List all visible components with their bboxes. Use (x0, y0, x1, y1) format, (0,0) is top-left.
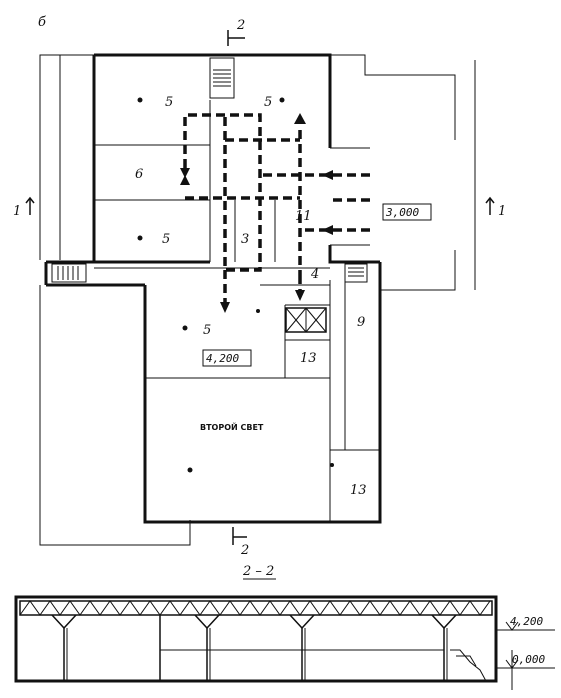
section-2-2-drawing (14, 595, 498, 683)
room-markers (137, 97, 334, 473)
room-label-9: 9 (357, 315, 365, 330)
stair-left (51, 263, 87, 283)
movement-routes (183, 113, 370, 305)
section-cut-top-label: 2 (236, 18, 245, 33)
section-cut-bottom: 2 (232, 527, 249, 558)
section-cut-left-label: 1 (13, 204, 21, 219)
route-arrowheads (180, 113, 333, 313)
room-label-5d: 5 (203, 323, 211, 338)
section-title: 2 – 2 (242, 564, 274, 579)
level-mark-upper-text: 4,200 (206, 352, 239, 365)
room-label-3: 3 (241, 232, 249, 247)
room-label-11: 11 (295, 209, 312, 224)
room-label-5b: 5 (264, 95, 272, 110)
sheet-letter: б (38, 15, 46, 30)
elevation-mark-top-text: 4,200 (510, 615, 543, 628)
room-label-13b: 13 (350, 483, 367, 498)
level-mark-upper: 4,200 (202, 349, 252, 367)
section-cut-right-label: 1 (498, 204, 506, 219)
room-label-13a: 13 (300, 351, 317, 366)
level-mark-entry-text: 3,000 (385, 206, 419, 219)
elevation-mark-top: 4,200 (496, 615, 555, 631)
section-cut-bottom-label: 2 (240, 543, 249, 558)
section-cut-left: 1 (13, 196, 35, 219)
room-label-4: 4 (310, 267, 319, 282)
second-light-label: ВТОРОЙ СВЕТ (200, 421, 264, 432)
elevation-mark-ground-text: 0,000 (512, 653, 545, 666)
room-label-6: 6 (135, 167, 143, 182)
room-label-5c: 5 (162, 232, 170, 247)
building-walls (44, 53, 382, 524)
stair-right (344, 263, 368, 283)
section-cut-top: 2 (227, 18, 245, 46)
room-label-5a: 5 (165, 95, 173, 110)
elevation-mark-ground: 0,000 (496, 650, 555, 690)
elevator-shaft (285, 307, 327, 333)
level-mark-entry: 3,000 (382, 203, 432, 221)
section-cut-right: 1 (485, 196, 506, 219)
site-outline (39, 54, 476, 546)
stair-top (209, 57, 235, 99)
